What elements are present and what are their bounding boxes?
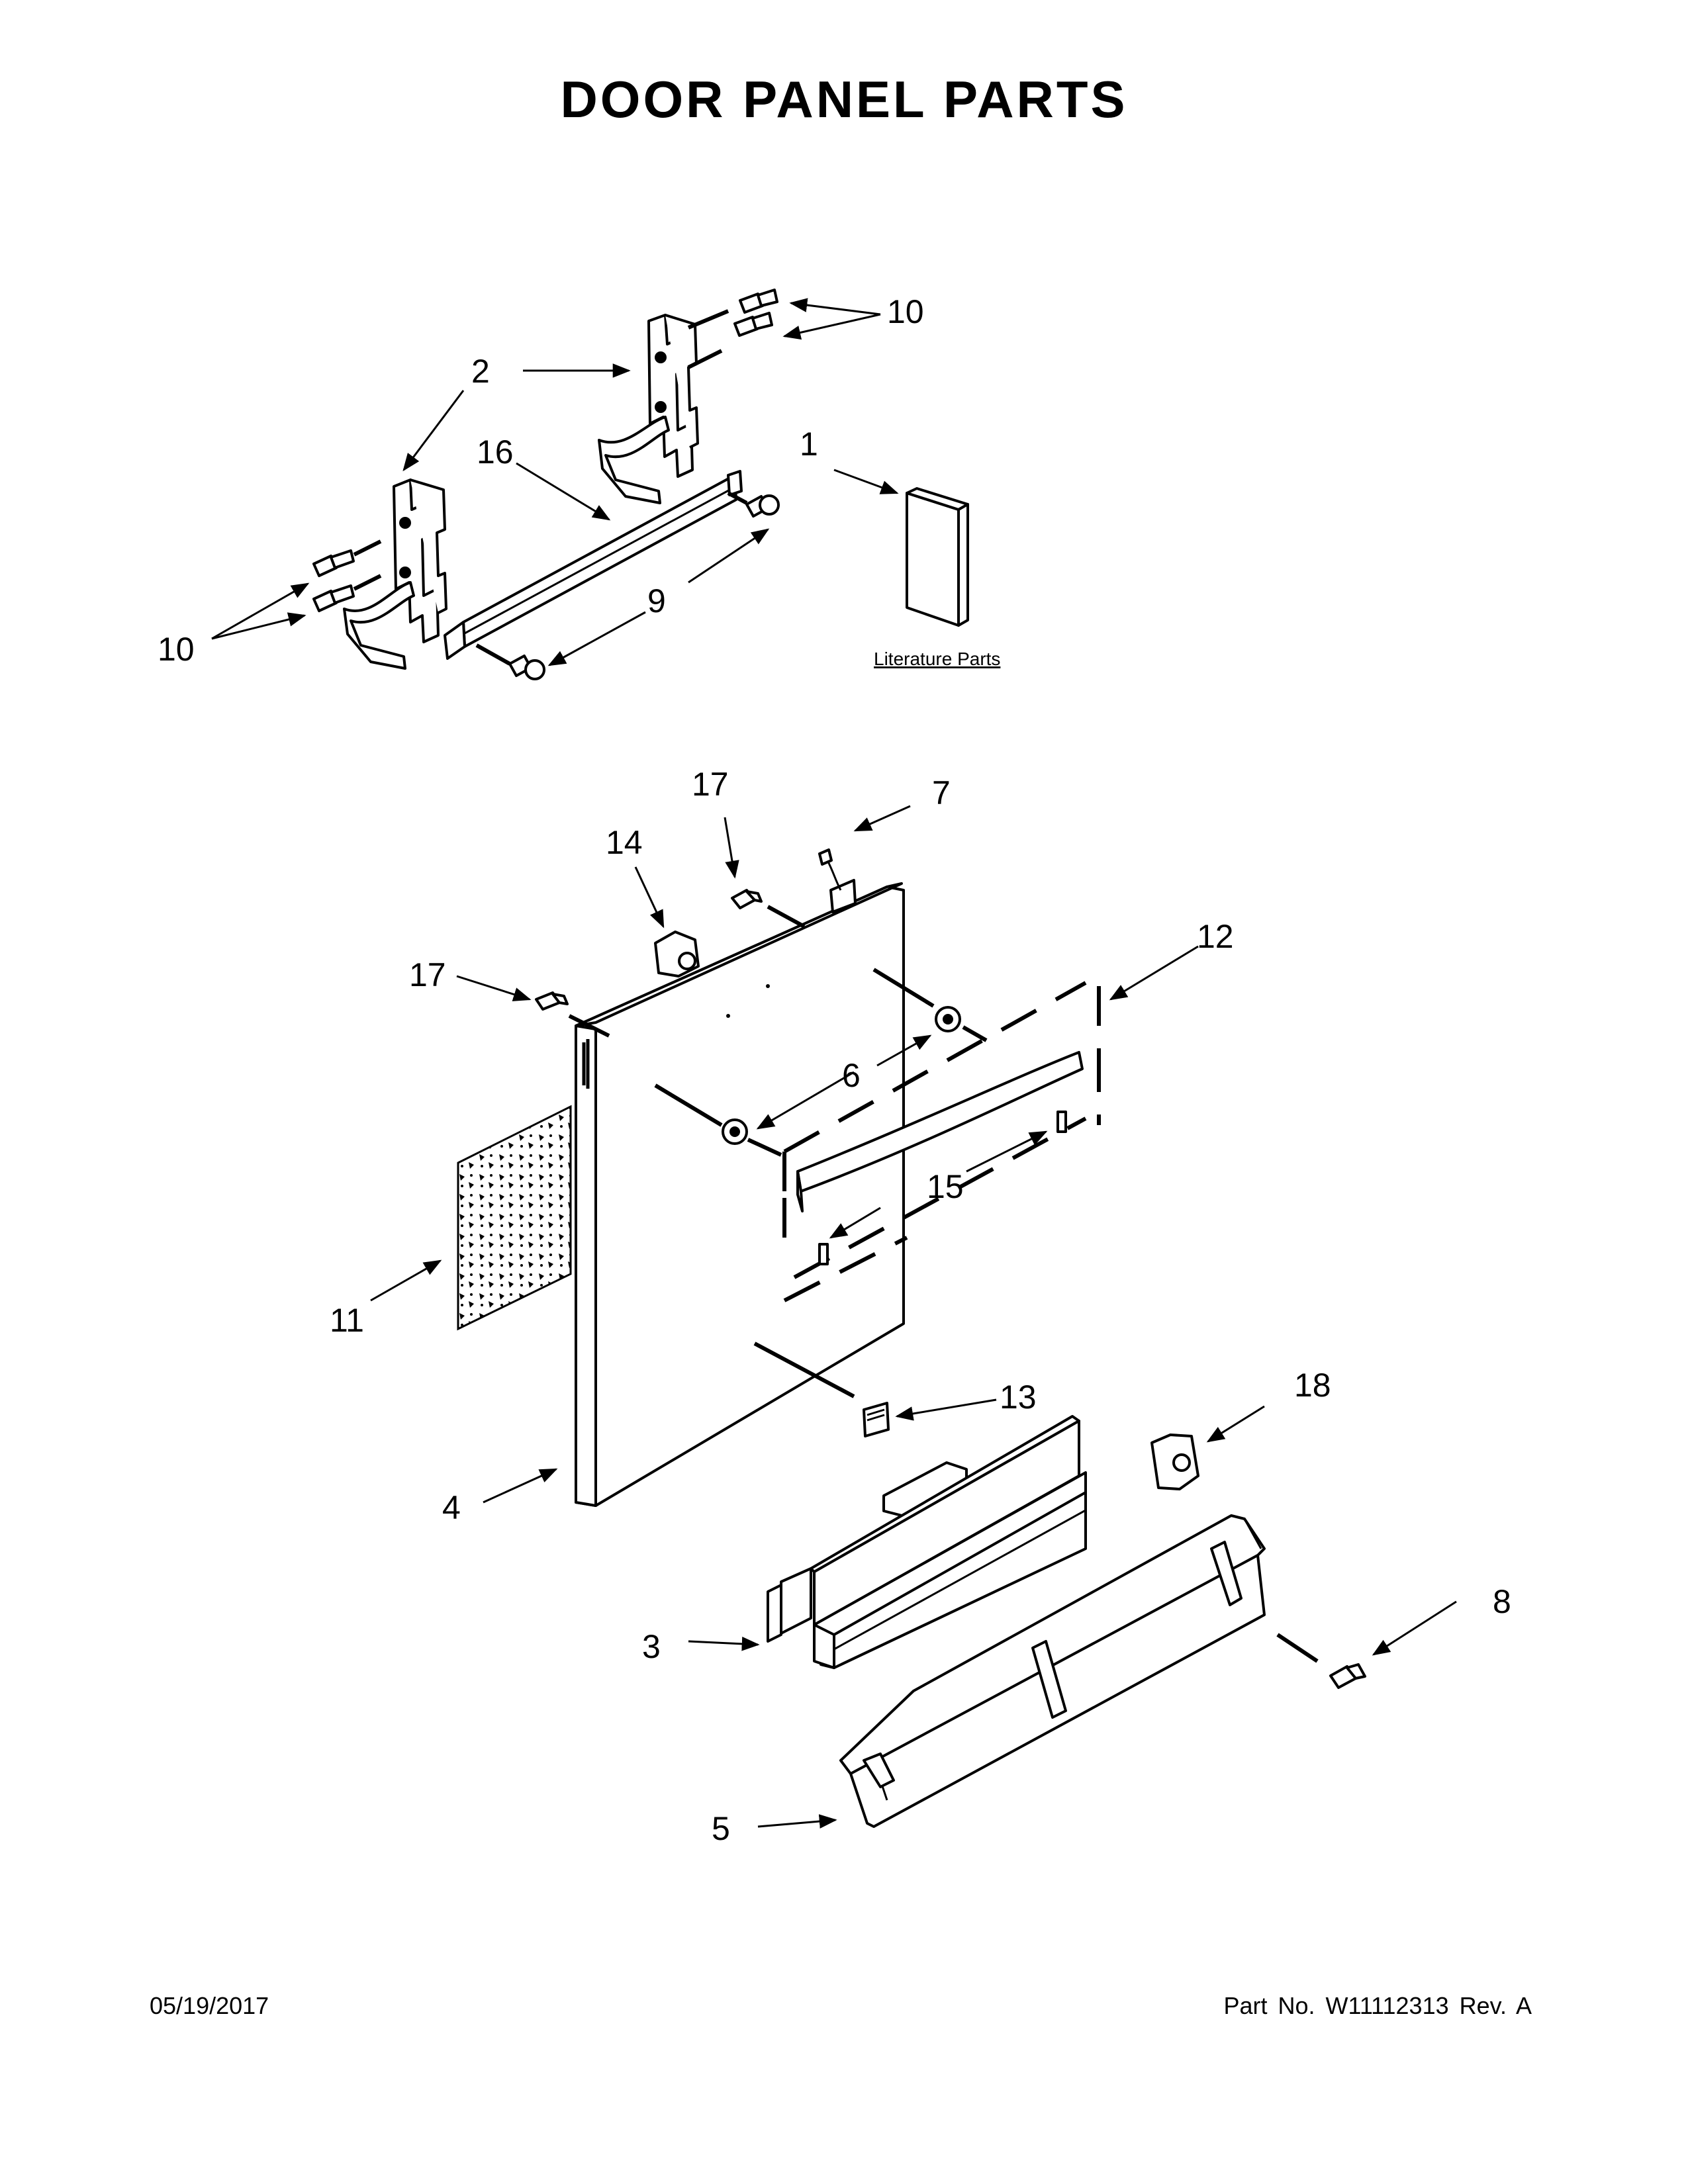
callout-12: 12: [1197, 918, 1234, 955]
callout-17-left: 17: [409, 956, 446, 993]
callout-9: 9: [647, 582, 666, 619]
pin-part-15-right: [1056, 1111, 1067, 1133]
grille-part-11: [457, 1105, 572, 1331]
callout-3: 3: [642, 1628, 661, 1665]
callout-13: 13: [1000, 1379, 1037, 1416]
leader-lines: [211, 298, 1457, 1829]
callout-7: 7: [932, 774, 951, 811]
screw-part-17-lower: [535, 991, 610, 1038]
hinge-bracket-left-part-2: [343, 478, 447, 670]
callout-10-left: 10: [158, 631, 195, 668]
bracket-bar-part-16: [444, 470, 743, 660]
callout-4: 4: [442, 1489, 461, 1526]
footer-part-number: Part No. W11112313 Rev. A: [1223, 1992, 1532, 2019]
pin-part-15-left: [818, 1243, 829, 1265]
callout-2: 2: [471, 353, 490, 390]
door-panel-part-4: [575, 882, 905, 1507]
callout-10-top: 10: [887, 293, 924, 330]
sensor-part-7: [818, 848, 857, 913]
hinge-bracket-right-part-2: [598, 314, 699, 504]
kickplate-part-5: [839, 1514, 1266, 1828]
screw-part-10-right-upper: [687, 289, 778, 330]
callout-15: 15: [927, 1168, 964, 1205]
standoff-part-6-left: [654, 1083, 782, 1157]
literature-parts-label: Literature Parts: [874, 649, 1000, 669]
panel-assembly-part-3: [767, 1415, 1087, 1669]
screw-part-10-right-lower: [687, 312, 773, 369]
callout-17-top: 17: [692, 766, 729, 803]
screw-part-8: [1276, 1633, 1366, 1689]
callout-8: 8: [1493, 1583, 1511, 1620]
screw-part-10-left-lower: [312, 574, 382, 612]
literature-booklet-part-1: [906, 487, 969, 627]
page-title: DOOR PANEL PARTS: [560, 70, 1128, 128]
clip-part-14: [654, 931, 700, 978]
screw-part-9-upper: [727, 491, 780, 518]
screw-part-17-upper: [731, 889, 806, 929]
badge-part-13: [863, 1402, 890, 1437]
clip-part-18: [1150, 1433, 1199, 1490]
footer-date: 05/19/2017: [150, 1992, 269, 2019]
callout-1: 1: [800, 426, 818, 463]
callout-6: 6: [842, 1057, 861, 1094]
callout-18: 18: [1294, 1367, 1331, 1404]
screw-part-9-lower: [475, 643, 545, 680]
callout-11: 11: [330, 1302, 364, 1339]
callout-14: 14: [606, 824, 643, 861]
callout-16: 16: [477, 433, 514, 471]
screw-part-10-left-upper: [312, 539, 382, 577]
standoff-part-6-right: [872, 968, 988, 1042]
callout-5: 5: [712, 1810, 730, 1847]
